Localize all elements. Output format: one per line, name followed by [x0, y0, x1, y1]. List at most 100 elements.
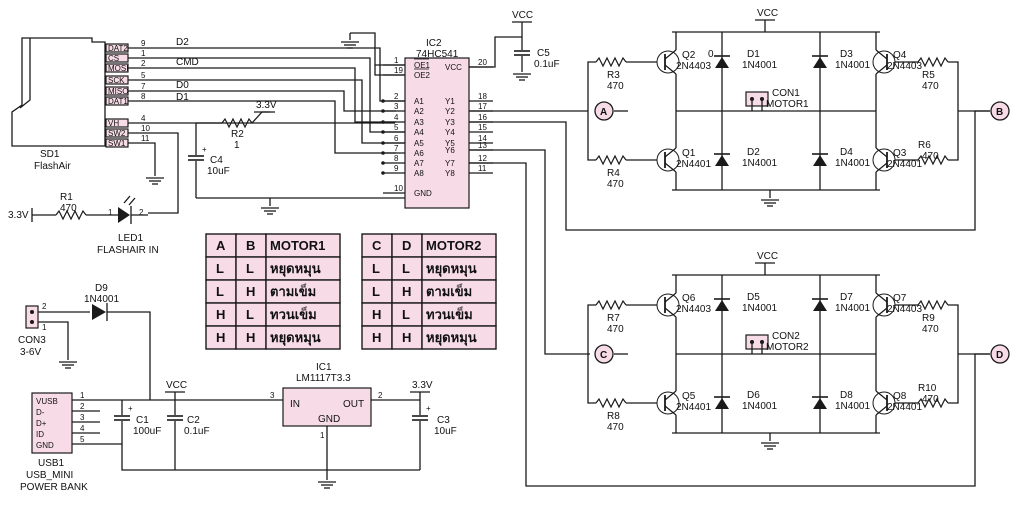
svg-text:A: A — [600, 107, 607, 118]
motor-connector — [745, 91, 769, 107]
sd1-pin-name: MISO — [108, 87, 128, 96]
ic2-pin-number: 13 — [478, 141, 487, 150]
table-cell-text: A — [216, 238, 226, 253]
ic2-pin-number: 4 — [394, 113, 399, 122]
ic2-pin-number: 1 — [394, 56, 399, 65]
r1-ref: R1 — [60, 192, 73, 203]
table-cell-text: H — [402, 330, 411, 345]
table-cell-text: H — [372, 330, 381, 345]
ic2-pin-name: OE2 — [414, 71, 431, 80]
sd1-pin-name: CS — [108, 54, 119, 63]
sd1-pin-number: 9 — [141, 39, 146, 48]
svg-text:B: B — [996, 107, 1003, 118]
table-cell-text: C — [372, 238, 382, 253]
table-cell-text: หยุดหมุน — [270, 261, 321, 277]
usb1-pin-number: 4 — [80, 424, 85, 433]
motor1-h-bridge: VCCQ22N4403Q12N4401Q42N4403Q32N4401D11N4… — [587, 8, 990, 207]
ic2-pin-number: 18 — [478, 92, 487, 101]
ic2-pin-name: Y8 — [445, 169, 455, 178]
ic2-pin-name: OE1 — [414, 61, 431, 70]
ic2-part: 74HC541 — [416, 49, 459, 60]
table-cell-text: MOTOR1 — [270, 238, 325, 253]
ic2-pin-number: 12 — [478, 154, 487, 163]
usb1-pin-name: D+ — [36, 419, 47, 428]
resistor-ref: R4 — [607, 168, 620, 179]
led1-p1: 1 — [108, 208, 113, 217]
connector-val: MOTOR1 — [766, 99, 809, 110]
table-cell-text: H — [402, 284, 411, 299]
table-cell-text: L — [216, 261, 224, 276]
diode-zero-label: 0 — [708, 49, 714, 60]
table-cell-text: ตามเข็ม — [426, 282, 472, 299]
v33-r1: 3.3V — [8, 210, 29, 221]
vcc-psu: VCC — [166, 380, 187, 391]
ic1-ref: IC1 — [316, 362, 332, 373]
diode-val: 1N4001 — [835, 401, 870, 412]
diode-val: 1N4001 — [742, 60, 777, 71]
resistor-val: 470 — [607, 422, 624, 433]
node-b: B — [990, 101, 1010, 121]
net-d1: D1 — [176, 92, 189, 103]
c5-val: 0.1uF — [534, 59, 560, 70]
ic1-pin-gnd: 1 — [320, 431, 325, 440]
resistor-val: 470 — [607, 81, 624, 92]
ic2-pin-name: A4 — [414, 128, 424, 137]
resistor-ref: R9 — [922, 313, 935, 324]
ic2-pin-name: A5 — [414, 139, 424, 148]
c1-val: 100uF — [133, 426, 161, 437]
table-cell-text: B — [246, 238, 255, 253]
connector-ref: CON1 — [772, 88, 800, 99]
con3-val: 3-6V — [20, 347, 41, 358]
table-cell-text: ตามเข็ม — [270, 282, 316, 299]
vcc-bridge: VCC — [757, 8, 778, 19]
table-cell-text: H — [216, 307, 225, 322]
c4-capacitor: + C4 10uF — [187, 123, 405, 215]
sd1-pin-name: DAT2 — [108, 44, 128, 53]
ic2-pin-number: 7 — [394, 144, 399, 153]
ic2-pin-number: 8 — [394, 154, 399, 163]
con3-p2: 2 — [42, 302, 47, 311]
usb1-pin-name: GND — [36, 441, 54, 450]
ic2-pin-number: 3 — [394, 102, 399, 111]
svg-text:C: C — [600, 350, 607, 361]
transistor-part: 2N4403 — [887, 61, 922, 72]
sd1-pin-number: 2 — [141, 59, 146, 68]
d9-ref: D9 — [95, 283, 108, 294]
led1-val: FLASHAIR IN — [97, 245, 159, 256]
v33-r2: 3.3V — [256, 100, 277, 111]
r2-ref: R2 — [231, 129, 244, 140]
svg-text:D: D — [996, 350, 1003, 361]
led1-circuit: 3.3V R1 470 1 2 LED1 FLASHAIR IN — [8, 192, 159, 256]
transistor-part: 2N4403 — [676, 61, 711, 72]
resistor-val: 470 — [607, 324, 624, 335]
ic2-pin-name: A3 — [414, 118, 424, 127]
usb1-pin-name: VUSB — [36, 397, 58, 406]
table-cell — [421, 325, 497, 350]
sd1-pin-number: 7 — [141, 82, 146, 91]
node-c: C — [594, 344, 614, 364]
ic2-pin-name: A6 — [414, 149, 424, 158]
table-cell-text: L — [372, 261, 380, 276]
sd1-pin-name: SCK — [108, 76, 125, 85]
c3-ref: C3 — [437, 415, 450, 426]
resistor-val: 470 — [607, 179, 624, 190]
ic2-pin-name: A2 — [414, 107, 424, 116]
transistor-ref: Q3 — [893, 148, 907, 159]
table-cell-text: หยุดหมุน — [270, 330, 321, 346]
table-cell-text: L — [246, 261, 254, 276]
connector-ref: CON2 — [772, 331, 800, 342]
transistor-ref: Q5 — [682, 391, 696, 402]
sd1-ref: SD1 — [40, 149, 60, 160]
ic2-pin-name: Y4 — [445, 128, 455, 137]
resistor-ref: R6 — [918, 140, 931, 151]
ic1-regulator: IC1 LM1117T3.3 IN OUT GND 3 2 1 — [270, 362, 420, 489]
ic2-pin-number: 2 — [394, 92, 399, 101]
transistor-part: 2N4401 — [887, 159, 922, 170]
c2-capacitor: VCC C2 0.1uF — [165, 380, 210, 470]
node-d: D — [990, 344, 1010, 364]
ic2-pin-name: A7 — [414, 159, 424, 168]
c5-ref: C5 — [537, 48, 550, 59]
